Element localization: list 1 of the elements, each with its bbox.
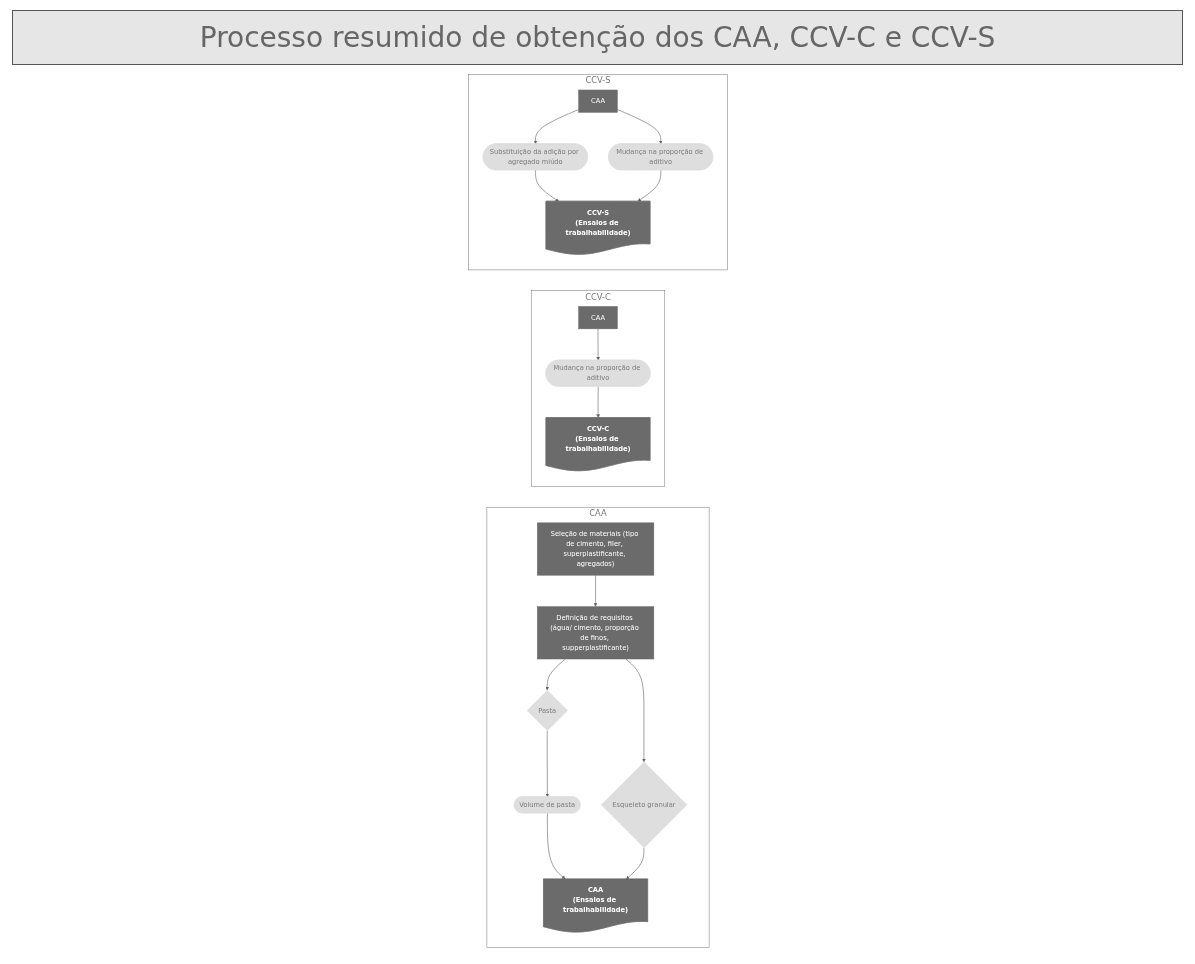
diagram-title: Processo resumido de obtenção dos CAA, CCV-C e CCV-S bbox=[12, 10, 1183, 65]
